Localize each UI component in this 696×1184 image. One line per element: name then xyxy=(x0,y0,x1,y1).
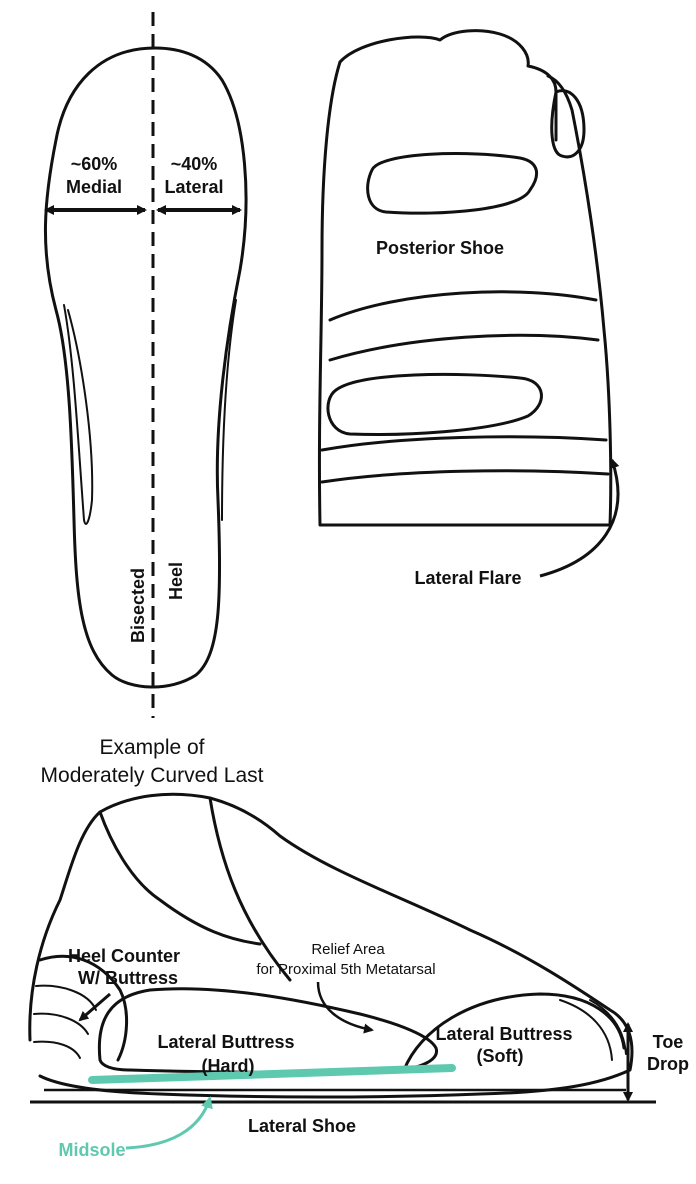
toe-drop-line1: Toe xyxy=(653,1032,684,1052)
lateral-label: Lateral xyxy=(164,177,223,197)
relief-area-line2: for Proximal 5th Metatarsal xyxy=(256,961,435,978)
toe-drop-line2: Drop xyxy=(647,1054,689,1074)
lateral-heel-layer2 xyxy=(34,1014,88,1034)
heel-counter-line1: Heel Counter xyxy=(68,946,180,966)
posterior-collar xyxy=(340,31,556,140)
insole-caption-line1: Example of xyxy=(99,736,204,759)
posterior-band-mid xyxy=(330,335,598,360)
buttress-hard-line1: Lateral Buttress xyxy=(157,1032,294,1052)
posterior-title: Posterior Shoe xyxy=(376,238,504,258)
lateral-pct-label: ~40% xyxy=(171,154,218,174)
heel-label: Heel xyxy=(166,562,186,600)
buttress-hard-line2: (Hard) xyxy=(202,1056,255,1076)
insole-medial-inner xyxy=(64,305,92,524)
midsole-arrow xyxy=(126,1098,210,1148)
lateral-flare-arrow xyxy=(540,460,618,576)
posterior-sole-line1 xyxy=(322,437,606,450)
medial-pct-label: ~60% xyxy=(71,154,118,174)
lateral-tongue-line xyxy=(210,798,290,980)
lateral-collar xyxy=(100,812,260,944)
lateral-shoe-title: Lateral Shoe xyxy=(248,1116,356,1136)
posterior-upper-window xyxy=(368,154,537,214)
midsole-label: Midsole xyxy=(58,1140,125,1160)
relief-area-arrow xyxy=(318,982,372,1030)
buttress-soft-line2: (Soft) xyxy=(477,1046,524,1066)
lateral-buttress-hard xyxy=(99,989,436,1073)
heel-counter-line2: W/ Buttress xyxy=(78,968,178,988)
posterior-lower-window xyxy=(328,374,542,434)
posterior-band-top xyxy=(330,292,596,320)
buttress-soft-line1: Lateral Buttress xyxy=(435,1024,572,1044)
bisected-label: Bisected xyxy=(128,568,148,643)
posterior-sole-line2 xyxy=(322,471,608,482)
posterior-shoe-drawing xyxy=(319,31,610,525)
lateral-flare-label: Lateral Flare xyxy=(414,568,521,588)
lateral-heel-layer1 xyxy=(36,986,96,1010)
lateral-heel-layer3 xyxy=(34,1042,80,1058)
relief-area-line1: Relief Area xyxy=(311,941,385,958)
medial-label: Medial xyxy=(66,177,122,197)
insole-caption-line2: Moderately Curved Last xyxy=(41,764,264,787)
